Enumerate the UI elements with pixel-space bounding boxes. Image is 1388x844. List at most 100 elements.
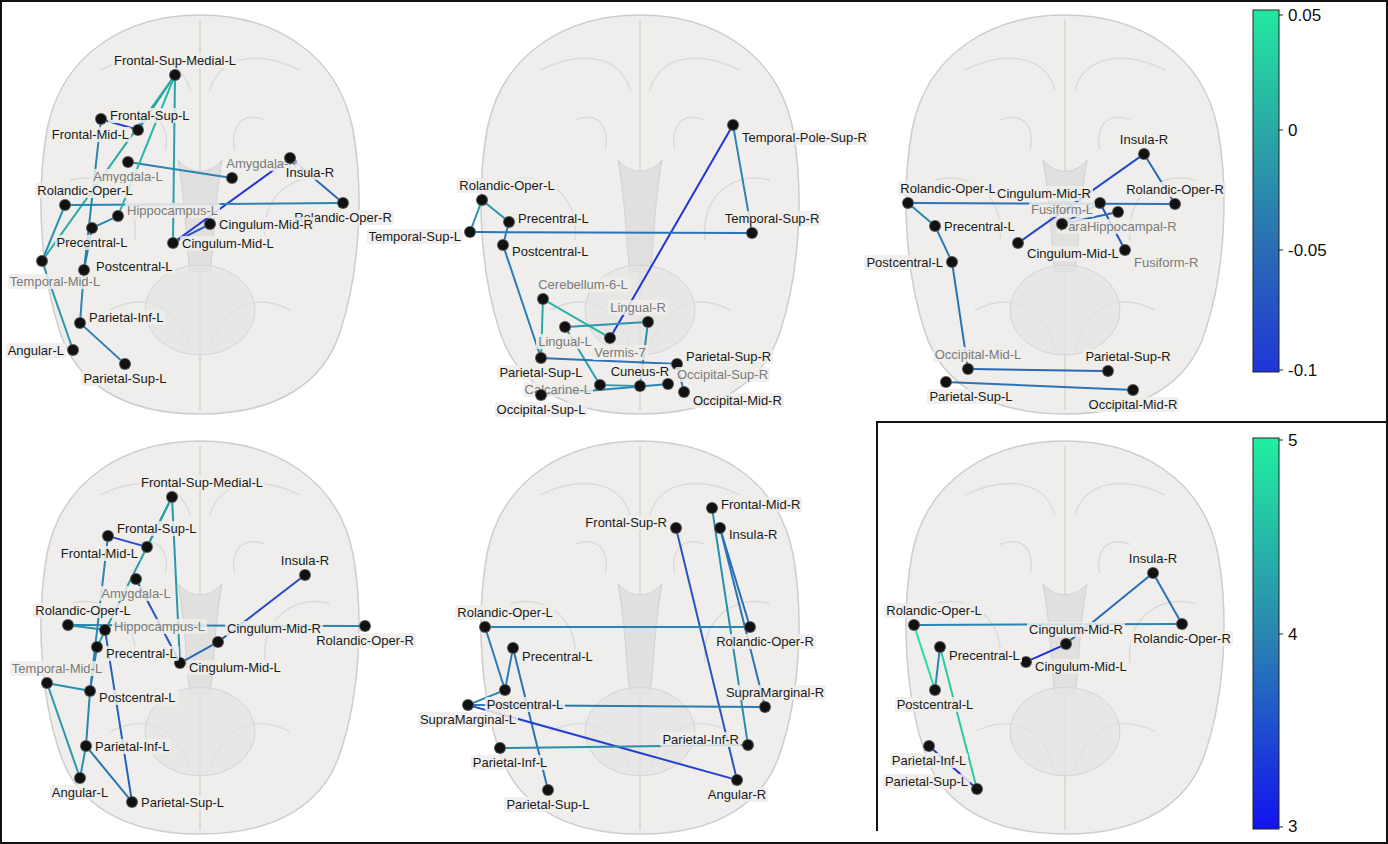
region-node: Parietal-Sup-L [972,784,982,794]
region-label: Frontal-Mid-L [59,546,140,561]
colorbar-tick-label: -0.05 [1288,241,1327,260]
connection-line [912,206,931,223]
region-label: Insula-R [1118,132,1170,147]
region-label: Precentral-L [55,235,130,250]
region-node: Rolandic-Oper-R [1177,619,1187,629]
region-label: Occipital-Mid-R [691,393,784,408]
region-node: Cerebellum-6-L [538,294,548,304]
region-label: Parietal-Inf-L [93,739,171,754]
region-node: Fusiform-R [1120,245,1130,255]
region-node: Cingulum-Mid-R [213,637,223,647]
region-node: Rolandic-Oper-L [477,195,487,205]
region-label: Amygdala-L [99,586,172,601]
region-node: Rolandic-Oper-R [1170,199,1180,209]
colorbar-tick-label: 3 [1288,817,1297,836]
connection-line [475,231,747,234]
region-label: Rolandic-Oper-R [714,634,816,649]
region-node: Parietal-Sup-R [1103,366,1113,376]
region-label: Fusiform-L [1029,202,1095,217]
region-node: Parietal-Inf-L [924,741,934,751]
region-label: Angular-L [6,343,66,358]
region-node: Parietal-Sup-L [543,785,553,795]
region-label: Insula-R [279,553,331,568]
connection-line [84,326,122,360]
colorbar-tick-label: 0 [1288,121,1297,140]
region-label: Rolandic-Oper-R [1131,631,1233,646]
region-label: Frontal-Sup-Medial-L [139,475,265,490]
colorbar-tick-label: -0.1 [1288,361,1317,380]
region-label: Rolandic-Oper-L [457,178,556,193]
region-node: Lingual-R [643,317,653,327]
region-label: Temporal-Sup-L [367,229,464,244]
region-node: Frontal-Sup-L [103,531,113,541]
region-label: Amygdala-L [91,169,164,184]
region-label: Parietal-Sup-R [1083,349,1172,364]
colorbar-tick-label: 5 [1288,431,1297,450]
region-node: Postcentral-L [79,265,89,275]
region-node: Insula-R [285,153,295,163]
connection-line [184,644,213,660]
connection-line [490,626,745,628]
region-label: ParaHippocampal-R [1057,219,1178,234]
region-label: Parietal-Sup-R [684,349,773,364]
region-node: Occipital-Sup-L [536,390,546,400]
region-label: Rolandic-Oper-R [1124,182,1226,197]
region-label: Cingulum-Mid-R [1027,622,1125,637]
connection-line [113,537,142,545]
region-node: Insula-R [715,523,725,533]
region-node: Amygdala-R [227,173,237,183]
region-node: Precentral-L [87,223,97,233]
connection-line [547,302,605,336]
region-label: Precentral-L [520,649,595,664]
colorbar [1253,438,1279,829]
colorbar-tick-label: 0.05 [1288,6,1321,25]
region-node: Cuneus-R [635,381,645,391]
region-label: Postcentral-L [97,690,178,705]
region-label: Temporal-Pole-Sup-R [740,130,869,145]
connection-line [916,630,934,685]
region-node: Precentral-L [508,643,518,653]
region-label: Postcentral-L [485,697,566,712]
region-label: Occipital-Mid-R [1087,397,1180,412]
region-label: Occipital-Sup-R [675,367,770,382]
region-label: Rolandic-Oper-L [884,603,983,618]
region-label: Precentral-L [516,211,591,226]
region-label: Postcentral-L [94,259,175,274]
region-node: Precentral-L [935,642,945,652]
region-label: Occipital-Sup-L [495,402,588,417]
connection-line [52,684,85,690]
region-node: Rolandic-Oper-L [63,620,73,630]
region-node: Parietal-Sup-L [536,353,546,363]
region-node: Parietal-Sup-L [941,377,951,387]
region-label: Parietal-Sup-L [504,797,591,812]
region-label: Fusiform-R [1132,255,1200,270]
connection-line [49,688,79,774]
region-label: Postcentral-L [510,244,591,259]
region-label: Angular-R [706,787,769,802]
region-label: Parietal-Inf-L [471,755,549,770]
connection-line [86,696,89,741]
brain-outline [41,441,359,834]
region-label: Lingual-R [608,300,668,315]
region-node: Angular-R [732,775,742,785]
region-node: Frontal-Sup-Medial-L [170,70,180,80]
region-label: Rolandic-Oper-R [314,633,416,648]
region-label: Vermis-7 [592,345,647,360]
brain-outline [906,15,1224,414]
region-label: Parietal-Sup-L [497,365,584,380]
region-node: ParaHippocampal-R [1113,207,1123,217]
region-node: Parietal-Sup-L [120,359,130,369]
connection-line [486,203,505,219]
region-node: Rolandic-Oper-L [909,620,919,630]
region-node: Temporal-Sup-L [465,227,475,237]
connection-line [937,231,950,258]
colorbar-tick-label: 4 [1288,625,1297,644]
region-node: SupraMarginal-R [760,702,770,712]
region-label: Cingulum-Mid-R [225,621,323,636]
connection-line [973,369,1103,371]
panel-box [877,422,1388,831]
region-node: Rolandic-Oper-R [745,622,755,632]
region-label: Temporal-Sup-R [723,211,822,226]
